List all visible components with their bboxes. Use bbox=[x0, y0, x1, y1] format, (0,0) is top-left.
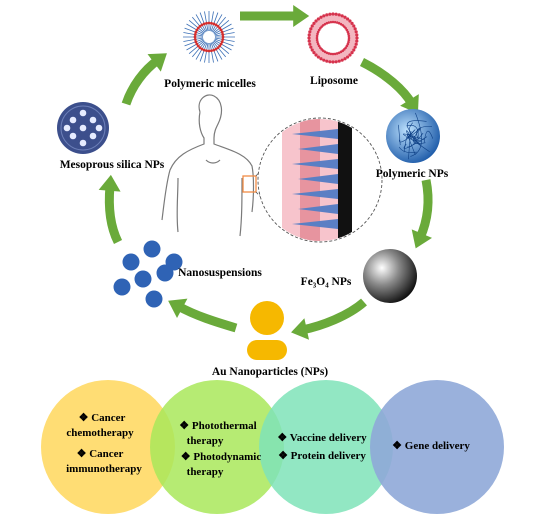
label-fe3o4-nps: Fe₃O₄ NPs bbox=[301, 276, 352, 288]
venn-gene-line1: ❖ Gene delivery bbox=[392, 440, 470, 452]
venn-photo-line3: ❖ Photodynamic bbox=[181, 451, 262, 463]
nanosuspension-icon bbox=[113, 240, 183, 308]
venn-circle-delivery bbox=[259, 380, 393, 514]
microneedle-skin-zoom bbox=[257, 117, 383, 243]
cycle-arrow-4 bbox=[301, 298, 367, 335]
arrowhead-4 bbox=[291, 318, 310, 340]
label-au-nanoparticles: Au Nanoparticles (NPs) bbox=[212, 366, 328, 378]
micelle-icon bbox=[183, 11, 235, 63]
venn-delivery-line1: ❖ Vaccine delivery bbox=[277, 432, 367, 444]
fe3o4-sphere-icon bbox=[363, 249, 417, 303]
cycle-arrow-2 bbox=[359, 57, 416, 107]
label-polymeric-micelles: Polymeric micelles bbox=[164, 78, 256, 90]
venn-cancer-line4: immunotherapy bbox=[66, 463, 142, 475]
liposome-icon bbox=[307, 12, 359, 64]
venn-photo-line4: therapy bbox=[187, 466, 224, 478]
venn-cancer-line1: ❖ Cancer bbox=[79, 412, 126, 424]
venn-cancer-line3: ❖ Cancer bbox=[77, 448, 124, 460]
venn-circle-cancer bbox=[41, 380, 175, 514]
au-nanoparticle-icon bbox=[247, 301, 287, 360]
venn-cancer-line2: chemotherapy bbox=[66, 427, 134, 439]
venn-circle-gene bbox=[370, 380, 504, 514]
label-mesoporous-silica: Mesoprous silica NPs bbox=[60, 159, 165, 171]
arrowhead-5 bbox=[168, 298, 188, 318]
arrowhead-6 bbox=[98, 174, 121, 192]
cycle-arrow-3 bbox=[415, 179, 433, 240]
polymeric-np-icon bbox=[386, 109, 440, 163]
cycle-arrow-7 bbox=[121, 56, 161, 106]
venn-diagram bbox=[41, 380, 504, 514]
cycle-arrows bbox=[98, 5, 433, 340]
venn-circle-photo bbox=[150, 380, 284, 514]
human-body-outline bbox=[161, 94, 255, 237]
label-nanosuspensions: Nanosuspensions bbox=[178, 267, 262, 279]
cycle-arrow-5 bbox=[175, 302, 238, 333]
venn-photo-line2: therapy bbox=[187, 435, 224, 447]
cycle-arrow-6 bbox=[104, 185, 123, 245]
label-polymeric-nps: Polymeric NPs bbox=[376, 168, 449, 180]
arrowhead-7 bbox=[147, 53, 167, 72]
skin-patch-marker bbox=[242, 175, 257, 193]
venn-photo-line1: ❖ Photothermal bbox=[179, 420, 256, 432]
arrowhead-2 bbox=[400, 94, 419, 114]
arrowhead-3 bbox=[411, 229, 433, 249]
label-liposome: Liposome bbox=[310, 75, 358, 87]
venn-delivery-line2: ❖ Protein delivery bbox=[278, 450, 366, 462]
arrowhead-1 bbox=[293, 5, 310, 27]
mesoporous-silica-icon bbox=[57, 102, 109, 154]
